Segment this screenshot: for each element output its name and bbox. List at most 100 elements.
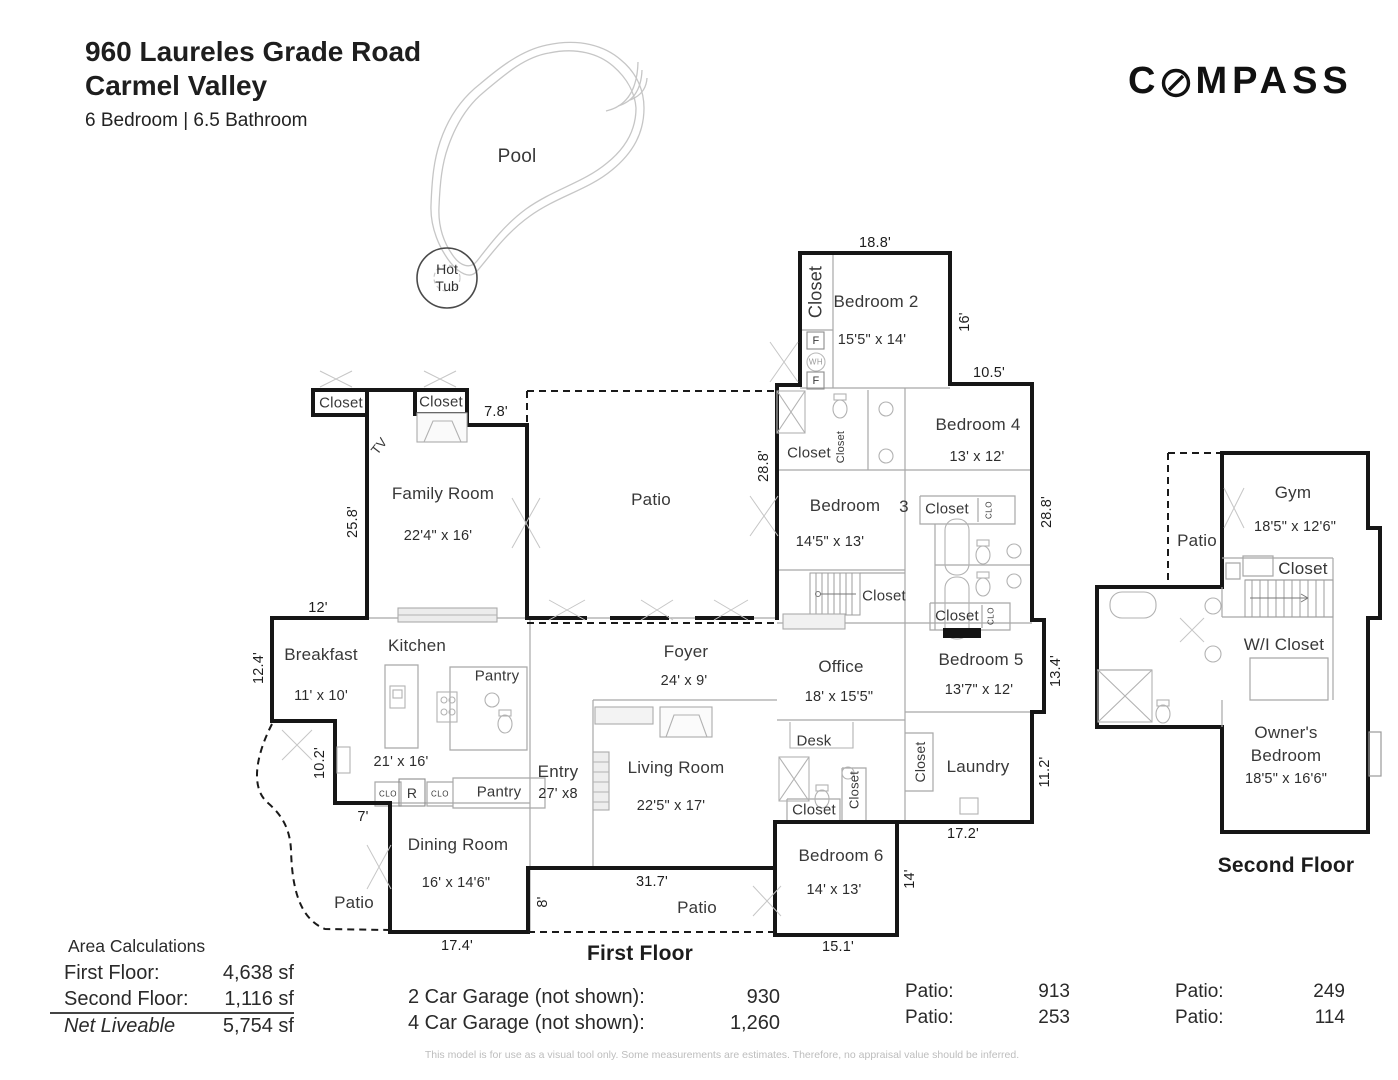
kitchen-fixtures (389, 685, 458, 807)
hot-tub-label: Hot Tub (435, 261, 459, 295)
dim-patio-right: 28.8' (756, 450, 772, 482)
room-label-kitchen: Kitchen (387, 636, 447, 655)
room-label-patio-strip: Patio (677, 898, 717, 917)
garage-row-1-label: 2 Car Garage (not shown): (408, 986, 645, 1008)
hot-tub-line2: Tub (435, 278, 459, 294)
room-dims-gym: 18'5" x 12'6" (1253, 519, 1337, 535)
room-dims-bedroom2: 15'5" x 14' (837, 332, 907, 348)
patio-row-3-value: 249 (1313, 981, 1345, 1002)
furniture (397, 412, 854, 811)
garage-row-2-value: 1,260 (729, 1012, 780, 1034)
fixtures (336, 331, 1222, 815)
room-label-patio-southwest: Patio (334, 893, 374, 912)
room-label-breakfast: Breakfast (284, 645, 358, 664)
compass-logo-right: MPASS (1195, 60, 1353, 102)
room-label-owners-1: Owner's (1254, 723, 1318, 742)
dim-kitchen-left: 10.2' (312, 747, 328, 779)
dim-bedroom6-right: 14' (902, 869, 918, 889)
dim-bedroom4-top: 10.5' (973, 365, 1005, 381)
room-label-entry: Entry (537, 762, 579, 781)
shower-stalls (776, 390, 1153, 802)
room-label-office: Office (818, 657, 864, 676)
address-line-1: 960 Laureles Grade Road (85, 36, 422, 67)
compass-logo: C MPASS (1128, 60, 1353, 103)
dim-right-upper: 28.8' (1039, 496, 1055, 528)
pantry-label-1: Pantry (474, 667, 520, 685)
room-label-bedroom6: Bedroom 6 (798, 846, 884, 865)
dim-family-top: 7.8' (484, 404, 508, 420)
hot-tub (416, 247, 478, 309)
area-row-second-value: 1,116 sf (224, 988, 294, 1010)
address-line-2: Carmel Valley (85, 70, 268, 101)
clo-label-bedroom5: CLO (986, 607, 996, 625)
room-label-laundry: Laundry (946, 757, 1010, 776)
furnace-label-1: F (812, 335, 820, 347)
compass-logo-left: C (1128, 60, 1161, 102)
room-label-owners-2: Bedroom (1250, 746, 1322, 765)
room-dims-kitchen: 21' x 16' (373, 754, 429, 770)
room-dims-bedroom6: 14' x 13' (806, 882, 862, 898)
closet-label-bath2: Closet (787, 444, 831, 462)
clo-label-kitchen-1: CLO (379, 789, 397, 799)
hot-tub-line1: Hot (436, 261, 458, 277)
room-dims-office: 18' x 15'5" (804, 689, 874, 705)
first-floor-interior-walls (367, 255, 1032, 932)
area-row-first-value: 4,638 sf (222, 962, 294, 984)
closet-label-family-1: Closet (319, 394, 363, 412)
closet-label-stairs: Closet (862, 587, 906, 605)
room-dims-living-room: 22'5" x 17' (636, 798, 706, 814)
dim-family-left: 25.8' (345, 506, 361, 538)
room-label-patio-second: Patio (1177, 531, 1217, 550)
dim-dining-bottom: 17.4' (441, 938, 473, 954)
garage-row-2-label: 4 Car Garage (not shown): (408, 1012, 645, 1034)
room-dims-dining-room: 16' x 14'6" (421, 875, 491, 891)
second-floor-title: Second Floor (1217, 854, 1355, 877)
area-row-net-label: Net Liveable (64, 1015, 176, 1037)
first-floor-walls (270, 251, 1046, 937)
bathtubs (944, 518, 1157, 640)
fridge-label: R (406, 785, 418, 801)
dim-dining-top: 7' (357, 809, 369, 825)
closet-label-family-2: Closet (419, 393, 463, 411)
patio-row-1-value: 913 (1038, 981, 1070, 1002)
dim-bedroom5-right: 13.4' (1048, 655, 1064, 687)
closet-label-second: Closet (1278, 559, 1328, 578)
room-dims-family-room: 22'4" x 16' (403, 528, 473, 544)
pantry-label-2: Pantry (476, 783, 522, 801)
patio-row-1-label: Patio: (905, 981, 954, 1002)
room-label-dining-room: Dining Room (407, 835, 509, 854)
dim-patio-strip-top: 31.7' (636, 874, 668, 890)
dim-laundry-bottom: 17.2' (947, 826, 979, 842)
patio-row-4-value: 114 (1314, 1007, 1345, 1028)
room-label-bedroom5: Bedroom 5 (938, 650, 1024, 669)
room-label-family-room: Family Room (391, 484, 495, 503)
closet-label-bedroom2: Closet (805, 265, 826, 319)
room-label-bedroom2: Bedroom 2 (833, 292, 919, 311)
room-dims-bedroom4: 13' x 12' (949, 449, 1005, 465)
room-dims-entry: 27' x8 (538, 786, 578, 802)
room-dims-breakfast: 11' x 10' (294, 688, 348, 704)
sinks (336, 401, 1222, 815)
garage-row-1-value: 930 (746, 986, 780, 1008)
dim-patio-strip-left: 8' (535, 896, 551, 908)
stairs-first-floor (809, 572, 861, 616)
room-dims-foyer: 24' x 9' (660, 673, 708, 689)
compass-o-icon (1162, 68, 1191, 97)
patio-dashed-edges (256, 390, 1222, 933)
room-dims-bedroom3: 14'5" x 13' (795, 534, 865, 550)
disclaimer-text: This model is for use as a visual tool o… (424, 1049, 1020, 1061)
area-calculations-divider (50, 1012, 294, 1014)
patio-row-4-label: Patio: (1175, 1007, 1224, 1028)
closet-label-office-vert: Closet (846, 770, 862, 810)
closet-label-bedroom4: Closet (925, 500, 969, 518)
dim-breakfast-top: 12' (308, 600, 328, 616)
room-label-bedroom4: Bedroom 4 (935, 415, 1021, 434)
furnace-label-2: F (812, 375, 820, 387)
area-calculations-title: Area Calculations (68, 936, 206, 956)
room-dims-owners: 18'5" x 16'6" (1244, 771, 1328, 787)
bed-bath-summary: 6 Bedroom | 6.5 Bathroom (85, 110, 308, 131)
room-dims-bedroom5: 13'7" x 12' (944, 682, 1014, 698)
stairs-second-floor (1244, 579, 1334, 618)
pool-outline (430, 41, 648, 276)
